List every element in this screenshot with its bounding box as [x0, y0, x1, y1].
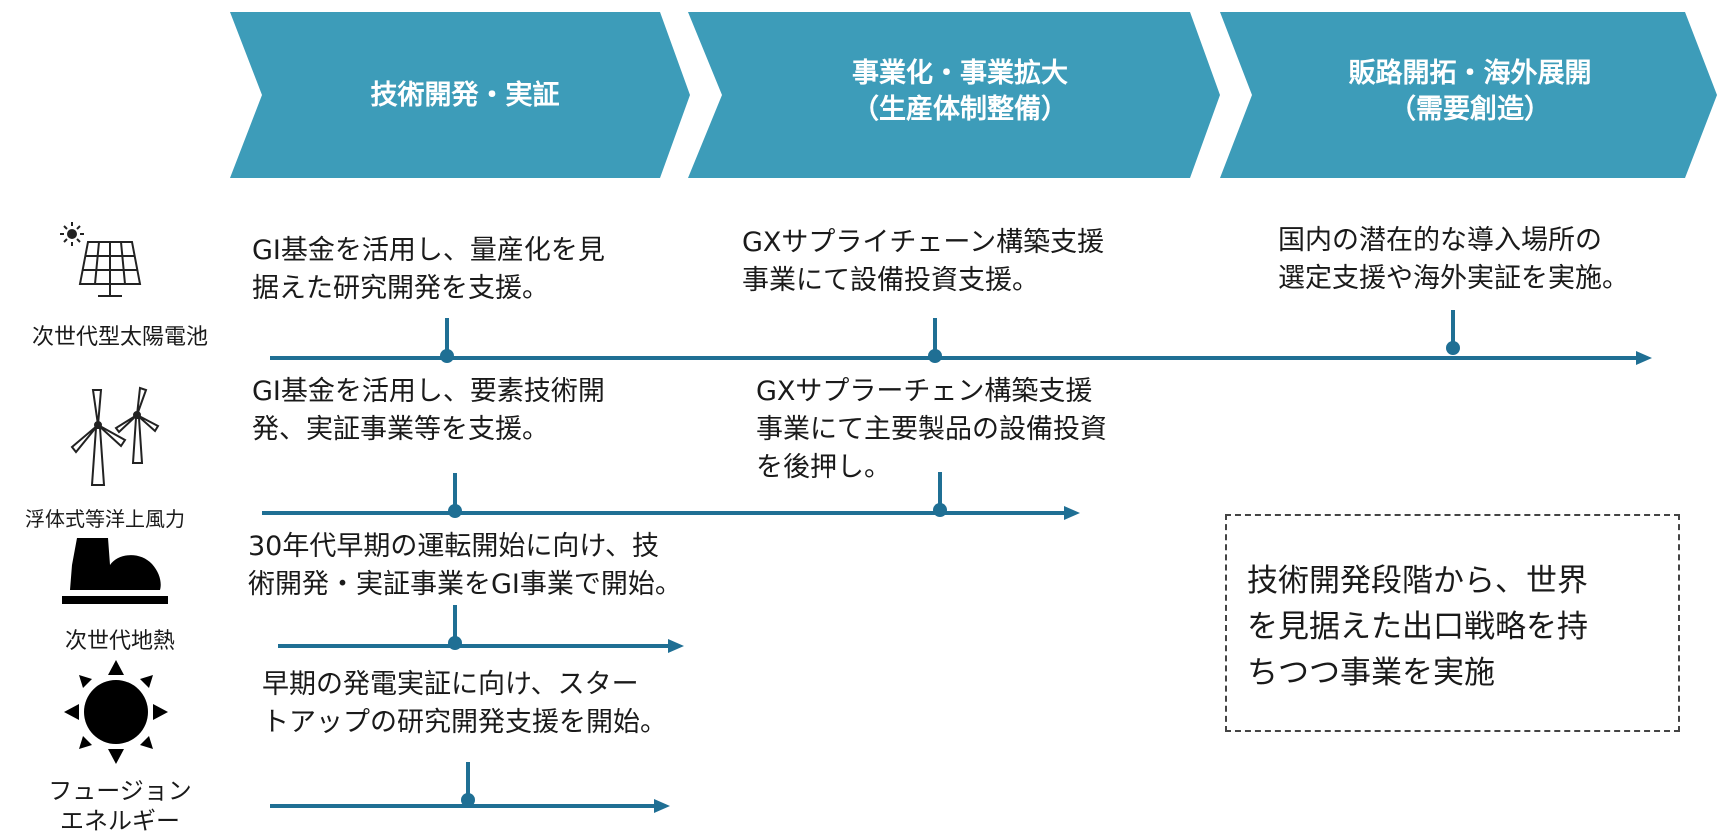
desc-solar-tech: GI基金を活用し、量産化を見 据えた研究開発を支援。: [252, 235, 605, 304]
desc-solar-business: GXサプライチェーン構築支援 事業にて設備投資支援。: [742, 227, 1105, 296]
desc-wind-business: GXサプラーチェン構築支援 事業にて主要製品の設備投資 を後押し。: [756, 376, 1107, 483]
strategy-note-box: 技術開発段階から、世界 を見据えた出口戦略を持 ちつつ事業を実施: [1225, 514, 1680, 732]
stage-chevron-3: [1220, 12, 1717, 178]
tech-label-solar: 次世代型太陽電池: [31, 325, 208, 350]
tech-label-fusion: フュージョン エネルギー: [48, 777, 192, 835]
desc-geothermal-tech: 30年代早期の運転開始に向け、技 術開発・実証事業をGI事業で開始。: [248, 531, 682, 600]
geothermal-icon: [62, 538, 168, 604]
timeline-geothermal: [278, 605, 684, 653]
timeline-fusion: [270, 762, 670, 813]
desc-wind-tech: GI基金を活用し、要素技術開 発、実証事業等を支援。: [252, 376, 605, 445]
stage-chevron-1: [230, 12, 690, 178]
stage-label-1: 技術開発・実証: [370, 80, 560, 111]
wind-turbine-icon: [70, 386, 160, 486]
strategy-note-text: 技術開発段階から、世界 を見据えた出口戦略を持 ちつつ事業を実施: [1247, 563, 1588, 691]
timeline-solar: [270, 310, 1652, 365]
stage-label-3: 販路開拓・海外展開 （需要創造）: [1348, 58, 1592, 125]
fusion-sun-icon: [64, 660, 168, 764]
stage-label-2: 事業化・事業拡大 （生産体制整備）: [852, 58, 1068, 125]
tech-label-geothermal: 次世代地熱: [64, 629, 175, 654]
tech-label-wind: 浮体式等洋上風力: [25, 507, 185, 531]
stage-chevron-2: [688, 12, 1220, 178]
desc-fusion-tech: 早期の発電実証に向け、スター トアップの研究開発支援を開始。: [262, 669, 667, 738]
solar-panel-icon: [60, 222, 142, 297]
desc-solar-market: 国内の潜在的な導入場所の 選定支援や海外実証を実施。: [1278, 225, 1629, 294]
timeline-wind: [262, 472, 1080, 520]
